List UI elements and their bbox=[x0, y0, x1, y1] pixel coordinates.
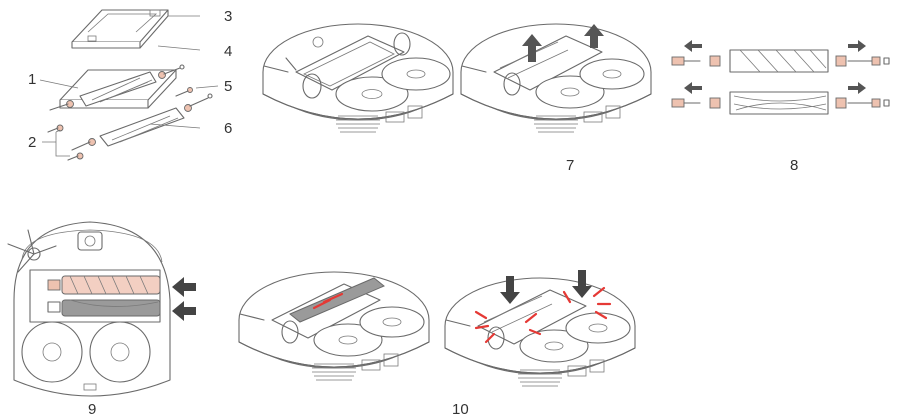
end-cap-part bbox=[188, 88, 193, 93]
label-1: 1 bbox=[28, 71, 36, 88]
step-number-9: 9 bbox=[88, 401, 96, 418]
step-number-10: 10 bbox=[452, 401, 469, 418]
label-4: 4 bbox=[224, 43, 232, 60]
roller-end-caps-panel bbox=[672, 40, 889, 114]
pull-left-arrow-icon bbox=[684, 82, 702, 94]
insert-arrow-icon bbox=[172, 301, 196, 321]
robot-bottom-view bbox=[8, 222, 196, 396]
exploded-parts-panel: 1 2 3 4 5 6 bbox=[28, 8, 232, 160]
robot-remove-rollers bbox=[461, 24, 651, 132]
pull-left-arrow-icon bbox=[684, 40, 702, 52]
label-5: 5 bbox=[224, 78, 232, 95]
robot-press-cover bbox=[445, 270, 635, 386]
label-3: 3 bbox=[224, 8, 232, 25]
rubber-roller bbox=[62, 300, 160, 316]
robot-open-view bbox=[263, 24, 453, 132]
roller-cover-part bbox=[72, 10, 168, 48]
label-2: 2 bbox=[28, 134, 36, 151]
robot-insert-rollers bbox=[239, 272, 429, 380]
step-number-8: 8 bbox=[790, 157, 798, 174]
pull-right-arrow-icon bbox=[848, 40, 866, 52]
step-number-7: 7 bbox=[566, 157, 574, 174]
label-6: 6 bbox=[224, 120, 232, 137]
pull-right-arrow-icon bbox=[848, 82, 866, 94]
insert-arrow-icon bbox=[172, 277, 196, 297]
